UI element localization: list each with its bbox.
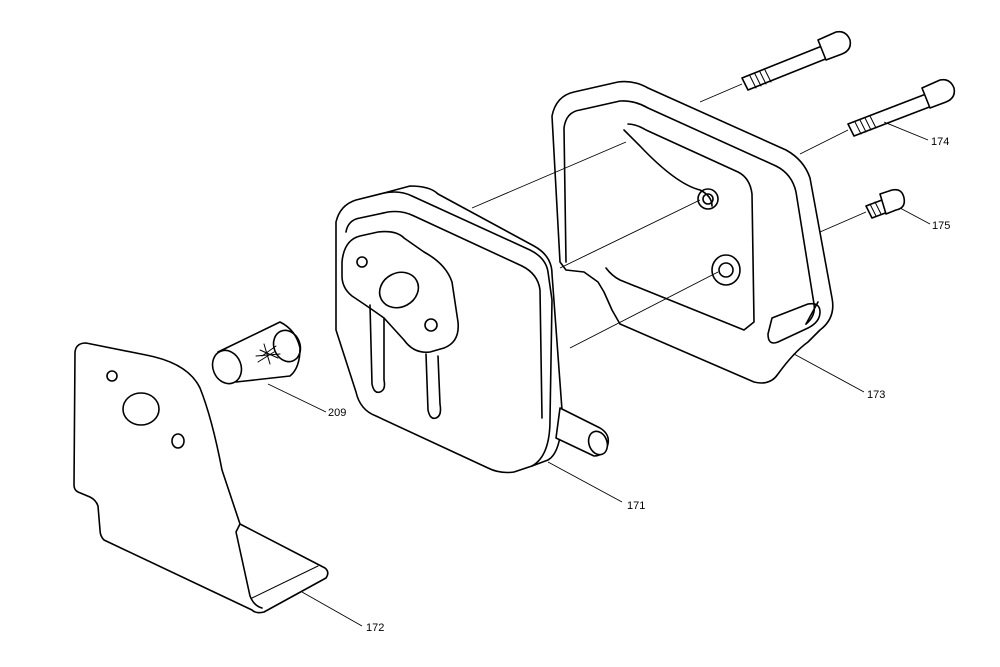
callout-171: 171 [627,500,645,512]
callout-209: 209 [328,407,346,419]
callout-174: 174 [931,136,949,148]
callout-leaders [267,121,931,627]
assembly-lines [471,83,867,349]
part-175-screw [865,188,906,219]
part-174-bolt-upper [741,30,852,91]
part-174-bolt [847,78,956,137]
part-171-muffler [335,185,610,474]
callout-172: 172 [366,622,384,634]
callout-173: 173 [867,389,885,401]
part-209-screen [211,321,302,385]
part-172-bracket [73,342,329,614]
callout-175: 175 [932,220,950,232]
part-173-cover [551,80,834,384]
